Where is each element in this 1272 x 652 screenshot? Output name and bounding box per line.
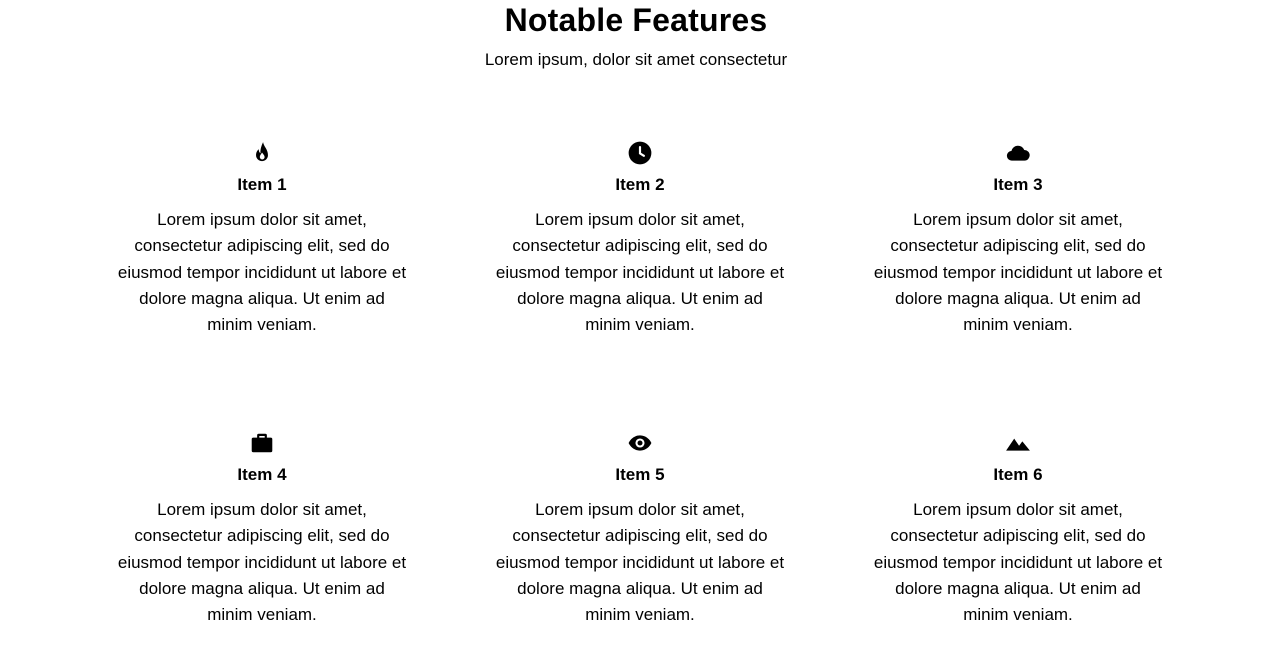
feature-title: Item 5 <box>615 465 665 484</box>
feature-description: Lorem ipsum dolor sit amet, consectetur … <box>873 500 1163 625</box>
mountains-icon <box>1005 430 1031 456</box>
feature-item-5: Item 5 Lorem ipsum dolor sit amet, conse… <box>495 430 785 628</box>
feature-title: Item 4 <box>237 465 287 484</box>
eye-icon <box>627 430 653 456</box>
features-header: Notable Features Lorem ipsum, dolor sit … <box>0 0 1272 70</box>
feature-item-3: Item 3 Lorem ipsum dolor sit amet, conse… <box>873 140 1163 338</box>
clock-icon <box>627 140 653 166</box>
page-subtitle: Lorem ipsum, dolor sit amet consectetur <box>484 50 788 69</box>
feature-item-4: Item 4 Lorem ipsum dolor sit amet, conse… <box>117 430 407 628</box>
feature-item-1: Item 1 Lorem ipsum dolor sit amet, conse… <box>117 140 407 338</box>
feature-description: Lorem ipsum dolor sit amet, consectetur … <box>495 500 785 625</box>
feature-item-2: Item 2 Lorem ipsum dolor sit amet, conse… <box>495 140 785 338</box>
feature-description: Lorem ipsum dolor sit amet, consectetur … <box>117 500 407 625</box>
feature-title: Item 2 <box>615 175 665 194</box>
feature-item-6: Item 6 Lorem ipsum dolor sit amet, conse… <box>873 430 1163 628</box>
feature-title: Item 6 <box>993 465 1043 484</box>
page-title: Notable Features <box>504 2 768 38</box>
feature-title: Item 3 <box>993 175 1043 194</box>
feature-description: Lorem ipsum dolor sit amet, consectetur … <box>873 210 1163 335</box>
feature-description: Lorem ipsum dolor sit amet, consectetur … <box>117 210 407 335</box>
feature-description: Lorem ipsum dolor sit amet, consectetur … <box>495 210 785 335</box>
fire-icon <box>249 140 275 166</box>
feature-title: Item 1 <box>237 175 287 194</box>
briefcase-icon <box>249 430 275 456</box>
cloud-icon <box>1005 140 1031 166</box>
